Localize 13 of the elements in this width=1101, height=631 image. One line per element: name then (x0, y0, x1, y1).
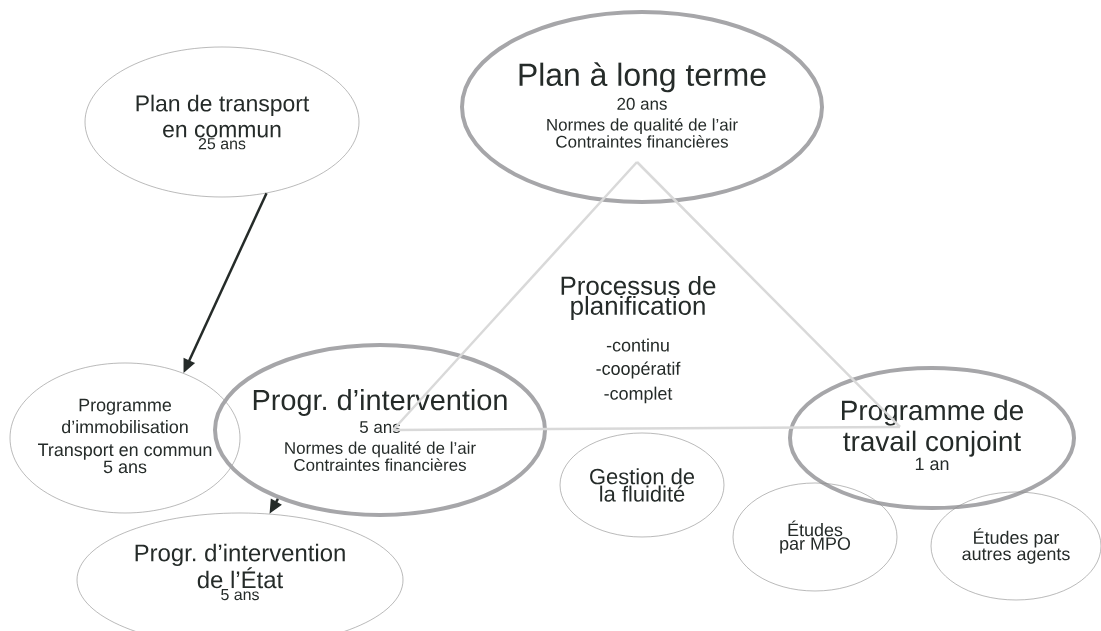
connector-line (392, 161, 638, 431)
label-text: Processus de planification (561, 275, 716, 321)
connector-line (636, 161, 901, 428)
connector-line (393, 425, 900, 432)
ellipse-node: Gestion de la fluidité (559, 432, 725, 538)
label-text: -complet (604, 386, 673, 404)
label-text: -continu (606, 338, 669, 352)
ellipse-node: Programme d’immobilisation Transport en commun 5 ans (9, 362, 241, 514)
label-text: -coopératif (596, 361, 681, 379)
ellipse-node: Plan à long terme 20 ans Normes de qualité de l’air Contraintes financières (460, 10, 824, 204)
ellipse-node: Programme de travail conjoint 1 an (788, 366, 1076, 510)
ellipse-node: Plan de transport en commun 25 ans (84, 46, 360, 198)
ellipse-node: Études par MPO (732, 482, 898, 592)
